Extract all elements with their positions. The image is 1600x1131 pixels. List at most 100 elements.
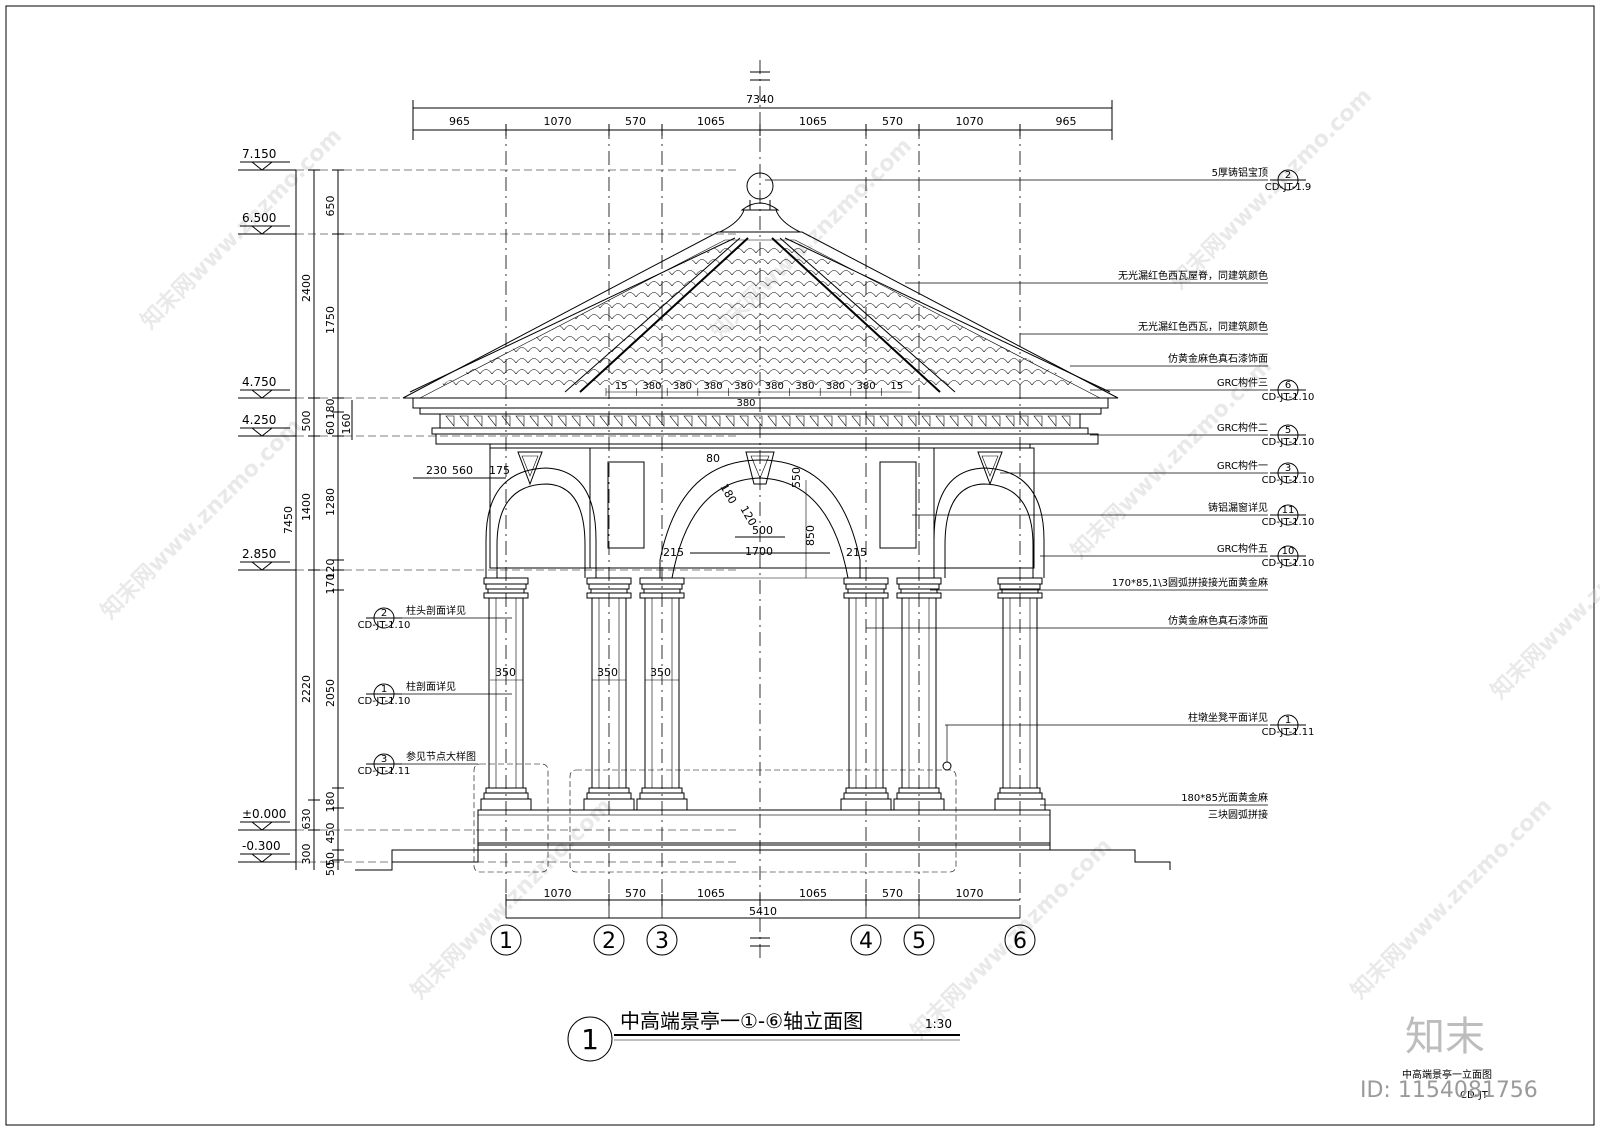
right-note-4-ref-bot: CD-JT-1.10: [1262, 392, 1315, 403]
drawing-title: 1 中高端景亭一①-⑥轴立面图 1:30: [567, 1009, 960, 1062]
axis-bubble-3: [646, 924, 678, 956]
right-note-9: 170*85,1\3圆弧拼接接光面黄金麻: [1112, 576, 1268, 589]
svg-text:350: 350: [495, 666, 516, 679]
svg-text:1700: 1700: [745, 545, 773, 558]
cornice-dim-8: 380: [857, 381, 876, 392]
drawing-scale: 1:30: [925, 1017, 952, 1031]
vdim-outer-0: 7450: [282, 506, 295, 534]
axis-label-4: 4: [859, 929, 873, 954]
vdim-inner2-0: 160: [340, 414, 353, 435]
column-1: [480, 577, 532, 811]
svg-text:知末网www.znzmo.com: 知末网www.znzmo.com: [906, 833, 1117, 1044]
svg-text:230: 230: [426, 464, 447, 477]
right-note-11: 柱墩坐凳平面详见: [1188, 711, 1268, 724]
cornice-dim-4: 380: [734, 381, 753, 392]
vdim-inner-2: 180: [324, 399, 337, 420]
vdim-inner-5: 120: [324, 559, 337, 580]
left-note-0: 柱头剖面详见: [406, 604, 466, 617]
right-note-11-ref-top: 1: [1285, 715, 1291, 726]
right-note-6: GRC构件一: [1217, 459, 1268, 472]
cornice-top: [412, 397, 1109, 409]
overall-width-dim: 7340: [746, 93, 774, 106]
top-dim-6: 1070: [956, 115, 984, 128]
svg-text:知末网www.znzmo.com: 知末网www.znzmo.com: [1346, 793, 1557, 1004]
level-6: -0.300: [242, 839, 281, 853]
top-dim-2: 570: [625, 115, 646, 128]
level-2: 4.750: [242, 375, 276, 389]
top-dim-1: 1070: [544, 115, 572, 128]
bottom-dim-2: 1065: [697, 887, 725, 900]
top-dim-4: 1065: [799, 115, 827, 128]
title-number: 1: [581, 1023, 599, 1056]
cornice-dim-0: 15: [615, 381, 628, 392]
vdim-inner-10: 50: [324, 852, 337, 866]
left-note-2-ref-top: 3: [381, 754, 387, 765]
right-note-2: 无光漏红色西瓦，同建筑颜色: [1138, 320, 1268, 333]
bottom-dim-3: 1065: [799, 887, 827, 900]
axis-bubble-5: [903, 924, 935, 956]
axis-lines: [505, 125, 1021, 918]
vdim-inner-1: 1750: [324, 306, 337, 334]
right-note-0-ref-bot: CD-JT-1.9: [1265, 182, 1312, 193]
axis-bubble-1: [490, 924, 522, 956]
sheet-border: [5, 5, 1595, 1126]
right-note-11-ref-bot: CD-JT-1.11: [1262, 727, 1315, 738]
right-note-5-ref-bot: CD-JT-1.10: [1262, 437, 1315, 448]
left-notes: 2CD-JT-1.10柱头剖面详见1CD-JT-1.10柱剖面详见3CD-JT-…: [358, 604, 512, 777]
cornice-center-dim: 380: [736, 398, 755, 409]
svg-text:175: 175: [489, 464, 510, 477]
drawing-title-text: 中高端景亭一①-⑥轴立面图: [620, 1009, 863, 1033]
cornice-dim-2: 380: [673, 381, 692, 392]
vdim-inner-7: 2050: [324, 679, 337, 707]
right-note-12: 180*85光面黄金麻: [1181, 791, 1268, 804]
axis-bubble-4: [850, 924, 882, 956]
top-dim-0: 965: [449, 115, 470, 128]
axis-label-2: 2: [602, 929, 616, 954]
svg-text:知末网www.znzmo.com: 知末网www.znzmo.com: [1486, 493, 1600, 704]
right-note-0: 5厚铸铝宝顶: [1212, 166, 1268, 179]
vdim-inner-0: 650: [324, 196, 337, 217]
cornice-dim-6: 380: [795, 381, 814, 392]
footer-small-code: CD-JT: [1460, 1090, 1489, 1101]
svg-text:215: 215: [663, 546, 684, 559]
axis-label-5: 5: [912, 929, 926, 954]
right-note-7-ref-top: 11: [1282, 505, 1295, 516]
right-note-6-ref-bot: CD-JT-1.10: [1262, 475, 1315, 486]
svg-text:知末网www.znzmo.com: 知末网www.znzmo.com: [96, 413, 307, 624]
top-dim-3: 1065: [697, 115, 725, 128]
cornice-dim-7: 380: [826, 381, 845, 392]
right-note-5-ref-top: 5: [1285, 425, 1291, 436]
right-note-3: 仿黄金麻色真石漆饰面: [1168, 352, 1268, 365]
right-note-7-ref-bot: CD-JT-1.10: [1262, 517, 1315, 528]
vdim-mid-1: 500: [300, 411, 313, 432]
level-0: 7.150: [242, 147, 276, 161]
left-note-2-ref-bot: CD-JT-1.11: [358, 766, 411, 777]
axis-label-1: 1: [499, 929, 513, 954]
top-dim-7: 965: [1056, 115, 1077, 128]
svg-text:550: 550: [790, 467, 803, 488]
right-note-4-ref-top: 6: [1285, 380, 1291, 391]
vdim-inner-8: 180: [324, 792, 337, 813]
top-dimensions: 7340 965 1070 570 1065 1065 570 1070 965: [412, 93, 1113, 140]
vdim-mid-0: 2400: [300, 274, 313, 302]
cornice-dim-1: 380: [642, 381, 661, 392]
top-dim-5: 570: [882, 115, 903, 128]
bottom-dim-4: 570: [882, 887, 903, 900]
svg-text:80: 80: [706, 452, 720, 465]
axis-bubble-6: [1004, 924, 1036, 956]
left-note-1-ref-top: 1: [381, 684, 387, 695]
vdim-inner-9: 450: [324, 823, 337, 844]
axis-label-3: 3: [655, 929, 669, 954]
title-number-bubble: [567, 1016, 613, 1062]
right-note-8: GRC构件五: [1217, 542, 1268, 555]
svg-text:180: 180: [717, 482, 739, 507]
right-note-1: 无光漏红色西瓦屋脊，同建筑颜色: [1118, 269, 1268, 282]
vertical-dimensions: 7450240050014002220630300650175018060128…: [282, 169, 353, 876]
vdim-inner-4: 1280: [324, 488, 337, 516]
